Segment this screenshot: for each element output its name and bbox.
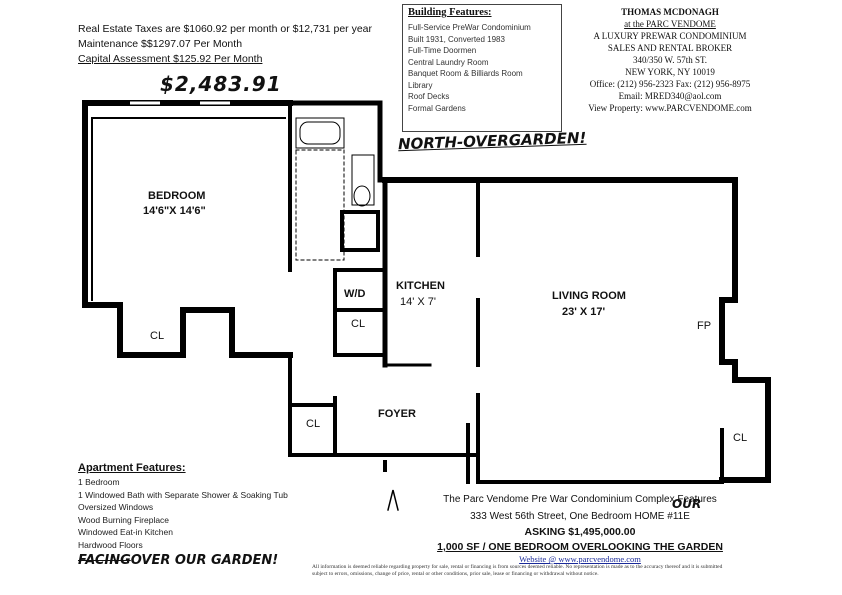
broker-line4: SALES AND RENTAL BROKER (607, 43, 733, 53)
closet-label: CL (306, 418, 321, 430)
building-feature-item: Roof Decks (408, 92, 450, 101)
handwritten-over-garden: OVER OUR GARDEN! (130, 553, 279, 568)
tax-line-capital: Capital Assessment $125.92 Per Month (78, 53, 263, 65)
broker-at: at the PARC VENDOME (624, 19, 716, 29)
listing-address-line: 333 West 56th Street, One Bedroom HOME #… (400, 497, 760, 522)
building-features-title: Building Features: (408, 7, 492, 18)
listing-disclaimer: All information is deemed reliable regar… (312, 564, 772, 578)
bedroom-dimensions: 14'6"X 14'6" (143, 205, 206, 217)
fireplace-label: FP (697, 320, 712, 332)
building-feature-item: Central Laundry Room (408, 57, 489, 67)
disclaimer-line: subject to errors, omissions, change of … (312, 571, 599, 577)
disclaimer-line: All information is deemed reliable regar… (312, 564, 723, 570)
living-right-wall (719, 177, 771, 483)
broker-info: THOMAS MCDONAGH at the PARC VENDOME A LU… (560, 6, 780, 114)
closet-label: CL (733, 432, 748, 444)
bedroom-label: BEDROOM (148, 190, 206, 202)
handwritten-strike-facing: FACING (78, 553, 131, 568)
foyer-door-jamb (383, 423, 470, 484)
broker-city: NEW YORK, NY 10019 (625, 67, 715, 77)
living-room-dimensions: 23' X 17' (562, 306, 606, 318)
listing-website[interactable]: Website @ www.parcvendome.com (400, 554, 760, 564)
apartment-feature-item: Oversized Windows (78, 502, 154, 512)
tax-line-real-estate: Real Estate Taxes are $1060.92 per month… (78, 23, 372, 35)
wd-closet-wall (333, 268, 387, 357)
bath-fixtures (295, 117, 380, 261)
broker-name: THOMAS MCDONAGH (621, 7, 719, 17)
building-features-box: Building Features: Full-Service PreWar C… (402, 4, 562, 132)
apartment-feature-item: Windowed Eat-in Kitchen (78, 527, 173, 537)
closet-label: CL (150, 330, 165, 342)
listing-complex-line: The Parc Vendome Pre War Condominium Com… (443, 494, 717, 505)
broker-website: View Property: www.PARCVENDOME.com (588, 103, 752, 113)
broker-phone: Office: (212) 956-2323 Fax: (212) 956-89… (589, 79, 751, 89)
building-feature-item: Built 1931, Converted 1983 (408, 34, 505, 44)
broker-email: Email: MRED340@aol.com (618, 91, 722, 101)
apartment-features-title: Apartment Features: (78, 462, 186, 474)
living-bottom-wall (476, 393, 724, 484)
building-feature-item: Banquet Room & Billiards Room (408, 69, 523, 78)
floor-plan-walls (82, 100, 771, 511)
apartment-feature-item: Hardwood Floors (78, 539, 143, 550)
bedroom-wall (82, 100, 293, 358)
building-feature-item: Full-Service PreWar Condominium (408, 23, 531, 32)
building-features-list: Full-Service PreWar Condominium Built 19… (408, 22, 531, 114)
foyer-label: FOYER (378, 408, 416, 420)
apartment-feature-item: 1 Windowed Bath with Separate Shower & S… (78, 489, 288, 500)
handwritten-total: $2,483.91 (160, 72, 282, 96)
building-feature-item: Full-Time Doormen (408, 46, 477, 55)
building-feature-item: Formal Gardens (408, 103, 466, 113)
handwritten-garden-note: FACINGOVER OUR GARDEN! (78, 553, 288, 568)
listing-address-text: 333 West 56th Street, One Bedroom HOME #… (470, 511, 690, 522)
kitchen-label: KITCHEN (396, 280, 445, 292)
listing-asking-price: ASKING $1,495,000.00 (524, 526, 636, 538)
washer-dryer-label: W/D (344, 288, 366, 300)
tax-info: Real Estate Taxes are $1060.92 per month… (78, 22, 372, 67)
tax-line-maintenance: Maintenance $$1297.07 Per Month (78, 38, 243, 50)
handwritten-our: OUR (672, 497, 702, 511)
listing-website-text[interactable]: Website @ www.parcvendome.com (519, 554, 641, 564)
listing-size: 1,000 SF / ONE BEDROOM OVERLOOKING THE G… (437, 541, 723, 553)
broker-address: 340/350 W. 57th ST. (632, 55, 708, 65)
broker-line3: A LUXURY PREWAR CONDOMINIUM (593, 31, 747, 41)
entry-arrow (387, 489, 399, 511)
listing-info: The Parc Vendome Pre War Condominium Com… (400, 494, 760, 564)
building-feature-item: Library (408, 80, 433, 90)
living-room-label: LIVING ROOM (552, 290, 626, 302)
closet-label: CL (351, 318, 366, 330)
apartment-feature-item: 1 Bedroom (78, 477, 120, 487)
apartment-features: Apartment Features: 1 Bedroom 1 Windowed… (72, 462, 288, 568)
kitchen-dimensions: 14' X 7' (400, 296, 437, 308)
apartment-feature-item: Wood Burning Fireplace (78, 514, 170, 525)
bedroom-inner-wall (91, 117, 286, 301)
